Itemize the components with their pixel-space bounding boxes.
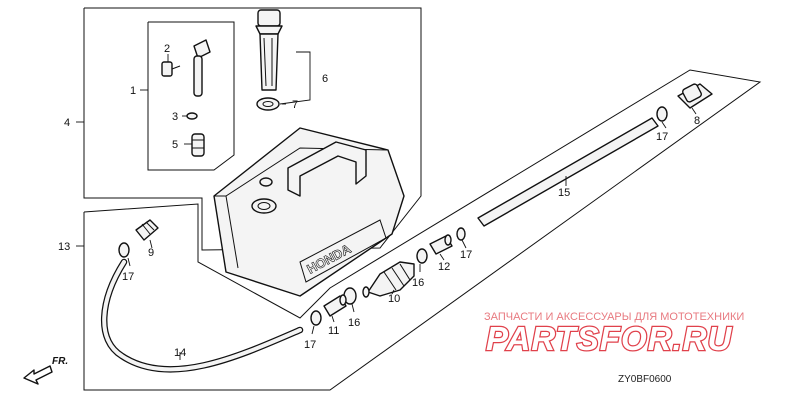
callout-1: 1 <box>130 85 136 97</box>
part-9-tank-joint <box>135 219 159 241</box>
callout-8: 8 <box>694 115 700 127</box>
callout-14: 14 <box>174 347 186 359</box>
callout-3: 3 <box>172 111 178 123</box>
part-10-primer-bulb <box>362 261 415 298</box>
callout-5: 5 <box>172 139 178 151</box>
part-17-clip-bottom <box>310 310 322 326</box>
group-frame-13 <box>83 69 762 391</box>
front-direction-arrow: FR. <box>23 356 68 385</box>
part-17-clip-top-right <box>656 106 668 122</box>
callout-16-left: 16 <box>348 317 360 329</box>
part-5-seal <box>191 133 205 157</box>
part-7-o-ring <box>256 97 280 111</box>
part-2-vent-screw <box>161 61 181 77</box>
callout-12: 12 <box>438 261 450 273</box>
callout-7: 7 <box>292 99 298 111</box>
callout-16-right: 16 <box>412 277 424 289</box>
fuel-tank: HONDA <box>213 127 405 297</box>
leader-lines <box>76 51 697 360</box>
part-16-gasket-right <box>416 248 428 264</box>
watermark-logo: PARTSFOR.RU <box>486 320 732 357</box>
part-3-gasket <box>186 112 198 120</box>
part-15-fuel-hose <box>477 117 659 227</box>
callout-17-mid: 17 <box>460 249 472 261</box>
callout-10: 10 <box>388 293 400 305</box>
callout-11: 11 <box>328 325 339 337</box>
part-6-fuel-filter <box>255 9 283 91</box>
callout-17-top-right: 17 <box>656 131 668 143</box>
callout-9: 9 <box>148 247 154 259</box>
watermark-tagline: ЗАПЧАСТИ И АКСЕССУАРЫ ДЛЯ МОТОТЕХНИКИ <box>484 311 744 323</box>
part-8-connector <box>677 83 713 109</box>
callout-17-left: 17 <box>122 271 134 283</box>
direction-label: FR. <box>52 356 68 367</box>
callout-13: 13 <box>58 241 70 253</box>
diagram-code: ZY0BF0600 <box>618 374 672 385</box>
callout-2: 2 <box>164 43 170 55</box>
part-1-fuel-gauge <box>193 39 211 97</box>
part-17-clip-mid <box>456 227 466 241</box>
part-12-joint <box>429 234 453 255</box>
part-11-joint <box>323 294 347 317</box>
part-17-clip-left <box>118 242 130 258</box>
callout-6: 6 <box>322 73 328 85</box>
group-frame-1 <box>147 21 235 171</box>
callout-4: 4 <box>64 117 70 129</box>
callout-17-bottom: 17 <box>304 339 316 351</box>
callout-15: 15 <box>558 187 570 199</box>
